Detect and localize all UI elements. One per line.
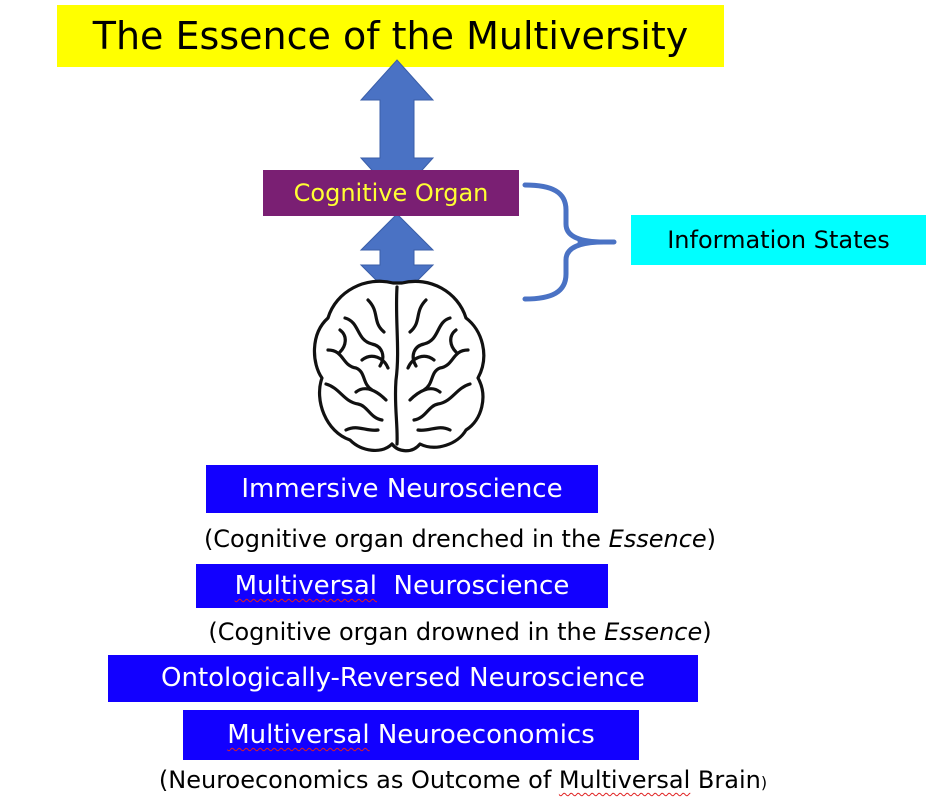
caption-emphasis: Essence — [604, 618, 703, 646]
caption-close: ) — [702, 618, 712, 646]
caption-close: ) — [760, 773, 768, 792]
caption-text: (Neuroeconomics as Outcome of — [158, 766, 559, 794]
neuroeconomics-caption: (Neuroeconomics as Outcome of Multiversa… — [0, 760, 926, 800]
immersive-caption: (Cognitive organ drenched in the Essence… — [60, 519, 860, 559]
caption-close: ) — [706, 525, 717, 553]
multiversal-caption: (Cognitive organ drowned in the Essence) — [60, 612, 860, 652]
caption-brain-word: Brain — [690, 766, 761, 794]
information-states-label: Information States — [631, 215, 926, 265]
neuroscience-word: Neuroscience — [377, 571, 570, 601]
multiversal-word: Multiversal — [227, 720, 370, 750]
brain-icon — [312, 279, 486, 453]
cognitive-organ-label: Cognitive Organ — [263, 170, 519, 216]
caption-squiggle-word: Multiversal — [558, 766, 691, 794]
multiversal-neuroscience-label: Multiversal Neuroscience — [196, 564, 608, 608]
brace-icon — [522, 182, 617, 302]
caption-text: (Cognitive organ drenched in the — [203, 525, 609, 553]
caption-emphasis: Essence — [608, 525, 707, 553]
neuroeconomics-word: Neuroeconomics — [369, 720, 595, 750]
multiversal-word: Multiversal — [234, 571, 377, 601]
diagram-title: The Essence of the Multiversity — [57, 5, 724, 67]
multiversal-neuroeconomics-label: Multiversal Neuroeconomics — [183, 710, 639, 760]
caption-text: (Cognitive organ drowned in the — [208, 618, 605, 646]
ontologically-reversed-label: Ontologically-Reversed Neuroscience — [108, 655, 698, 702]
immersive-neuroscience-label: Immersive Neuroscience — [206, 465, 598, 513]
